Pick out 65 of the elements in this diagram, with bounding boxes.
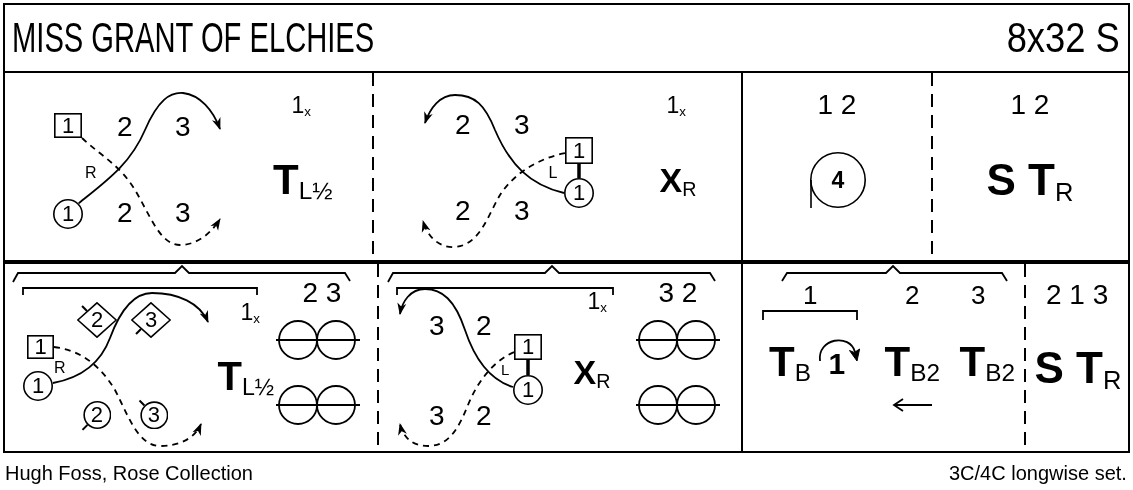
dancer-circle: 2 [80, 401, 111, 432]
couple-numbers: 1 2 [817, 91, 857, 119]
dancer-circle: 3 [137, 398, 168, 429]
dancer-number: 2 [476, 312, 492, 340]
dancer-circle: 1 [513, 375, 543, 405]
credit-text: Hugh Foss, Rose Collection [5, 463, 253, 483]
curved-arrow [422, 152, 566, 248]
couple-numbers: 2 1 3 [1046, 281, 1109, 309]
curved-arrow [424, 94, 565, 194]
dancer-square: 1 [565, 137, 593, 164]
dancer-square: 1 [27, 335, 54, 359]
figure-symbol: T$_{L½}$ [217, 356, 275, 396]
dancer-number: 3 [175, 113, 191, 141]
dancer-number: 2 [117, 113, 133, 141]
dancer-number: 2 [455, 197, 471, 225]
curved-arrow [53, 346, 202, 447]
dancer-circle: 1 [564, 178, 594, 208]
dancer-number: 2 [476, 402, 492, 430]
title: MISS GRANT OF ELCHIES [12, 17, 375, 59]
couple-label: 1$_{x}$ [291, 93, 311, 117]
figure-symbol: S T$_{R}$ [1034, 346, 1122, 390]
curved-arrow [52, 292, 209, 384]
curved-arrow [397, 288, 514, 388]
curved-arrow [398, 351, 515, 447]
dancer-number: 2 [455, 111, 471, 139]
dance-type-label: 8x32 S [1006, 17, 1120, 59]
figure-symbol: T$_{B2}$ [959, 341, 1015, 383]
figure-symbol: T$_{L½}$ [273, 159, 333, 201]
dancer-diamond: 3 [131, 302, 171, 338]
connector-line [577, 164, 581, 178]
dancer-number: 2 [117, 199, 133, 227]
dancer-circle: 1 [23, 371, 53, 401]
figure-symbol: X$_{R}$ [573, 355, 611, 389]
hand-label: R [54, 360, 66, 376]
figure-symbol: T$_{B}$ [769, 341, 811, 383]
couple-number: 1 [828, 349, 846, 379]
hand-label: R [85, 165, 97, 181]
set-type-text: 3C/4C longwise set. [949, 463, 1127, 483]
circle-symbol: 4 [810, 152, 866, 208]
couple-label: 1$_{x}$ [240, 300, 260, 324]
couple-numbers: 3 2 [658, 279, 698, 307]
couple-number: 2 [905, 282, 920, 308]
hand-label: L [501, 361, 510, 377]
dancer-square: 1 [514, 334, 542, 360]
figure-symbol: T$_{B2}$ [884, 341, 940, 383]
couple-number: 3 [971, 282, 986, 308]
dancer-number: 3 [429, 312, 445, 340]
dancer-diamond: 2 [77, 302, 117, 338]
figure-symbol: S T$_{R}$ [986, 158, 1074, 202]
dancer-number: 3 [429, 402, 445, 430]
connector-line [526, 360, 530, 375]
figure-symbol: X$_{R}$ [659, 163, 697, 197]
dancer-number: 3 [514, 111, 530, 139]
dancer-number: 3 [514, 197, 530, 225]
couple-number: 1 [803, 282, 818, 308]
couple-label: 1$_{x}$ [587, 289, 607, 313]
hand-label: L [548, 165, 558, 181]
dancer-square: 1 [54, 113, 82, 138]
dancer-circle: 1 [53, 199, 83, 229]
couple-numbers: 2 3 [302, 279, 342, 307]
dancer-number: 3 [175, 199, 191, 227]
couple-label: 1$_{x}$ [666, 93, 686, 117]
curved-arrow [81, 137, 221, 246]
couple-numbers: 1 2 [1010, 91, 1050, 119]
curved-arrow [77, 92, 221, 205]
